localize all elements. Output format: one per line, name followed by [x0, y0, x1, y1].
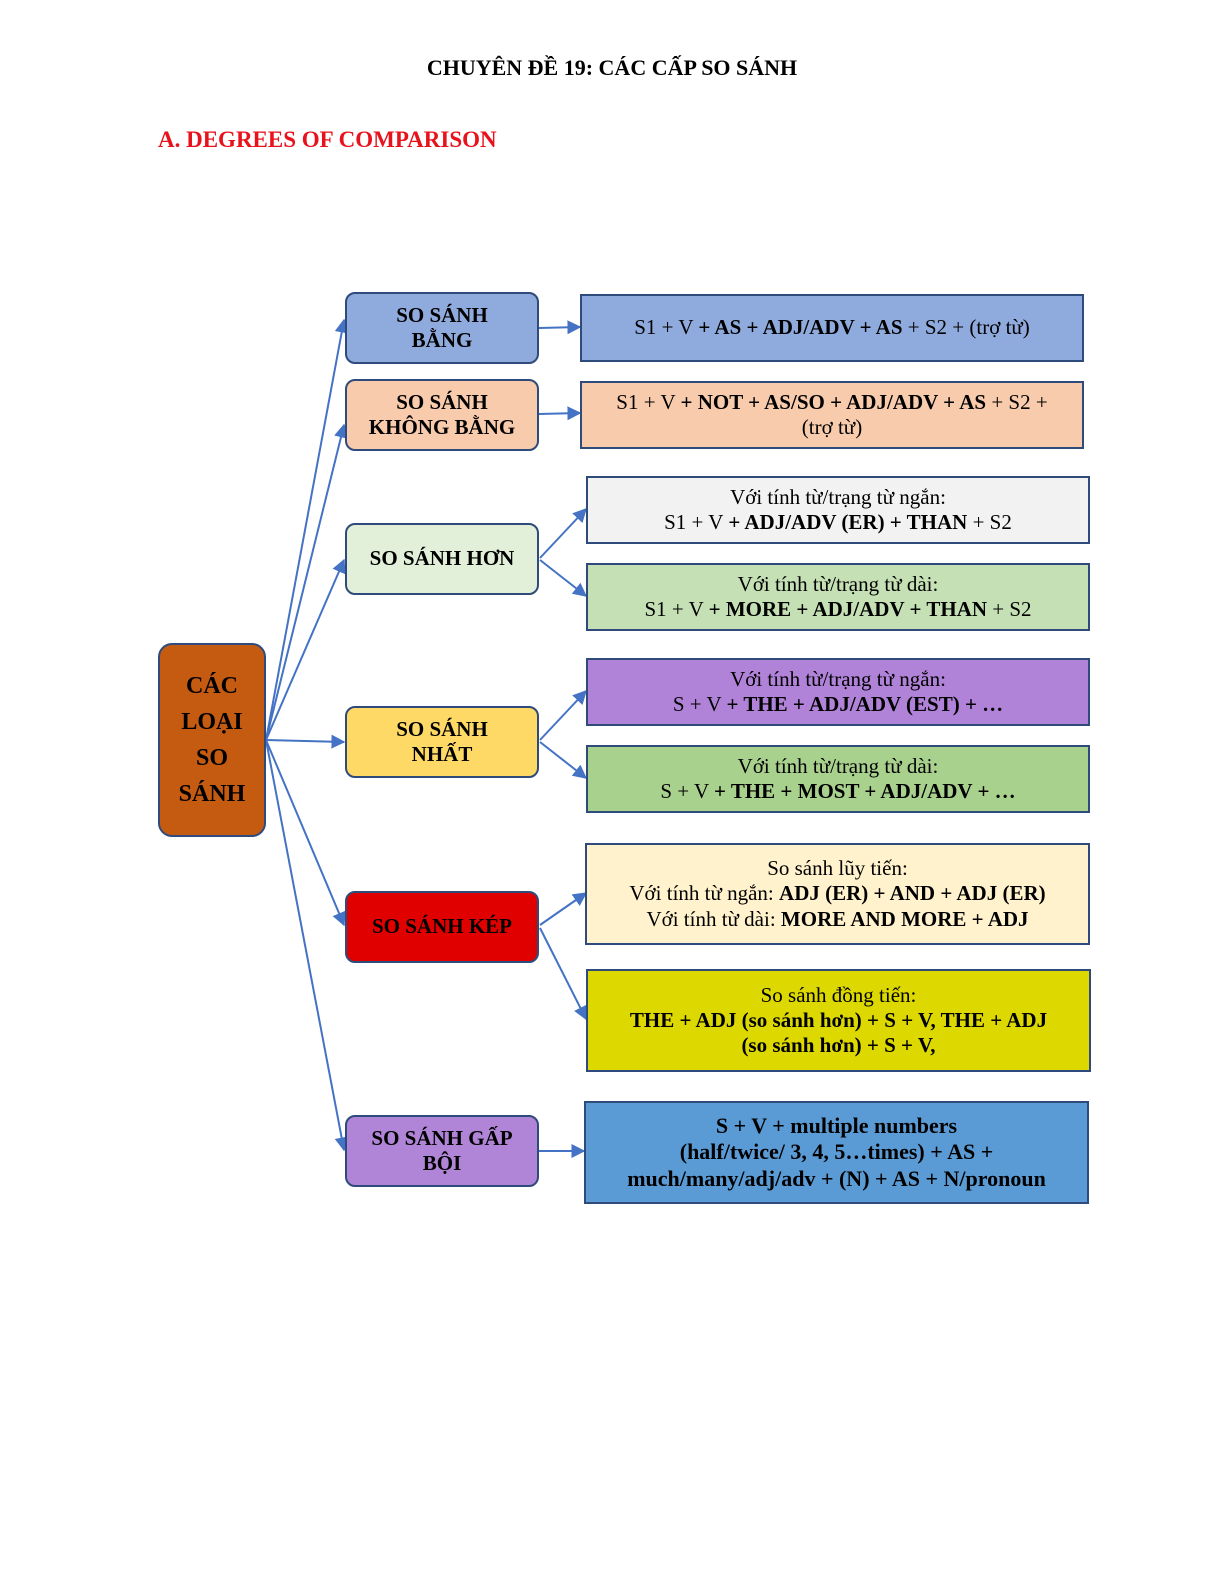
- arrow-root-multiple: [265, 739, 349, 1152]
- formula-keyword: ADJ (ER) + AND + ADJ (ER): [779, 881, 1046, 906]
- formula-line: much/many/adj/adv + (N) + AS + N/pronoun: [627, 1166, 1046, 1192]
- formula-keyword: + AS + ADJ/ADV + AS: [698, 315, 903, 340]
- result-so-sanh-hon-dai: Với tính từ/trạng từ dài:S1 + V + MORE +…: [586, 563, 1090, 631]
- formula-keyword: MORE AND MORE + ADJ: [780, 906, 1029, 931]
- arrow-root-equal: [265, 318, 349, 741]
- category-so-sanh-bang: SO SÁNH BẰNG: [345, 292, 539, 364]
- arrow-double-progressive: [539, 892, 588, 926]
- formula-text: So sánh đồng tiến:: [760, 982, 917, 1007]
- arrow-superlative-short: [539, 689, 587, 741]
- formula-line: (so sánh hơn) + S + V,: [741, 1033, 935, 1058]
- formula-line: So sánh đồng tiến:: [761, 983, 917, 1008]
- category-label: SO SÁNH GẤP BỘI: [371, 1125, 513, 1175]
- category-so-sanh-hon: SO SÁNH HƠN: [345, 523, 539, 595]
- result-so-sanh-gap-boi: S + V + multiple numbers(half/twice/ 3, …: [584, 1101, 1089, 1204]
- formula-line: S1 + V + NOT + AS/SO + ADJ/ADV + AS + S2…: [616, 390, 1047, 415]
- arrow-root-double: [265, 739, 346, 927]
- formula-text: Với tính từ/trạng từ ngắn:: [730, 666, 946, 691]
- formula-line: S + V + multiple numbers: [716, 1113, 957, 1139]
- arrow-comparative-long: [539, 559, 588, 597]
- formula-text: Với tính từ/trạng từ ngắn:: [730, 484, 946, 509]
- arrow-equal-result: [538, 320, 582, 335]
- category-label: SO SÁNH NHẤT: [396, 716, 488, 766]
- result-so-sanh-nhat-dai: Với tính từ/trạng từ dài:S + V + THE + M…: [586, 745, 1090, 813]
- category-label: SO SÁNH KÉP: [371, 914, 513, 939]
- formula-keyword: S + V + multiple numbers: [715, 1112, 958, 1138]
- formula-text: S + V: [672, 692, 727, 716]
- formula-line: S1 + V + AS + ADJ/ADV + AS + S2 + (trợ t…: [634, 315, 1030, 340]
- formula-keyword: THE + ADJ (so sánh hơn) + S + V, THE + A…: [629, 1007, 1048, 1032]
- formula-text: Với tính từ dài:: [646, 906, 781, 931]
- formula-text: Với tính từ/trạng từ dài:: [737, 753, 939, 778]
- result-so-sanh-hon-ngan: Với tính từ/trạng từ ngắn:S1 + V + ADJ/A…: [586, 476, 1090, 544]
- formula-line: S + V + THE + MOST + ADJ/ADV + …: [660, 779, 1015, 804]
- arrow-not-equal-result: [538, 406, 582, 421]
- formula-text: S1 + V: [664, 510, 729, 534]
- category-so-sanh-gap-boi: SO SÁNH GẤP BỘI: [345, 1115, 539, 1187]
- formula-text: + S2 + (trợ từ): [902, 315, 1030, 340]
- result-so-sanh-luy-tien: So sánh lũy tiến:Với tính từ ngắn: ADJ (…: [585, 843, 1090, 945]
- root-line: SO: [195, 745, 228, 771]
- formula-line: S + V + THE + ADJ/ADV (EST) + …: [673, 692, 1003, 717]
- result-so-sanh-dong-tien: So sánh đồng tiến:THE + ADJ (so sánh hơn…: [586, 969, 1091, 1072]
- category-label: SO SÁNH KHÔNG BẰNG: [368, 389, 516, 439]
- root-node-cac-loai-so-sanh: CÁC LOẠI SO SÁNH: [158, 643, 266, 837]
- result-so-sanh-nhat-ngan: Với tính từ/trạng từ ngắn:S + V + THE + …: [586, 658, 1090, 726]
- category-so-sanh-nhat: SO SÁNH NHẤT: [345, 706, 539, 778]
- formula-line: Với tính từ dài: MORE AND MORE + ADJ: [646, 907, 1028, 932]
- formula-line: Với tính từ/trạng từ ngắn:: [730, 485, 946, 510]
- formula-text: S + V: [660, 779, 714, 803]
- formula-text: Với tính từ/trạng từ dài:: [737, 571, 939, 596]
- formula-text: So sánh lũy tiến:: [767, 856, 908, 881]
- formula-text: S1 + V: [634, 315, 699, 340]
- formula-line: S1 + V + ADJ/ADV (ER) + THAN + S2: [664, 510, 1012, 535]
- formula-keyword: + MORE + ADJ/ADV + THAN: [708, 597, 988, 621]
- formula-line: Với tính từ/trạng từ dài:: [738, 572, 939, 597]
- root-line: CÁC: [186, 673, 238, 699]
- arrow-comparative-short: [539, 507, 587, 559]
- formula-keyword: + NOT + AS/SO + ADJ/ADV + AS: [680, 389, 987, 414]
- formula-text: S1 + V: [644, 597, 709, 621]
- formula-keyword: (half/twice/ 3, 4, 5…times) + AS +: [679, 1139, 994, 1165]
- formula-keyword: (so sánh hơn) + S + V,: [741, 1033, 936, 1058]
- result-so-sanh-khong-bang: S1 + V + NOT + AS/SO + ADJ/ADV + AS + S2…: [580, 381, 1084, 449]
- formula-line: Với tính từ/trạng từ ngắn:: [730, 667, 946, 692]
- formula-keyword: + ADJ/ADV (ER) + THAN: [728, 510, 968, 534]
- formula-text: + S2: [967, 510, 1012, 534]
- formula-line: So sánh lũy tiến:: [767, 856, 908, 881]
- result-so-sanh-bang: S1 + V + AS + ADJ/ADV + AS + S2 + (trợ t…: [580, 294, 1084, 362]
- arrow-root-not-equal: [265, 423, 348, 741]
- category-label: SO SÁNH HƠN: [369, 546, 515, 571]
- formula-line: (half/twice/ 3, 4, 5…times) + AS +: [680, 1139, 993, 1165]
- formula-line: S1 + V + MORE + ADJ/ADV + THAN + S2: [644, 597, 1031, 622]
- formula-text: + S2: [987, 597, 1032, 621]
- arrow-double-parallel: [539, 927, 587, 1021]
- formula-line: (trợ từ): [802, 415, 862, 440]
- formula-keyword: much/many/adj/adv + (N) + AS + N/pronoun: [627, 1165, 1046, 1191]
- formula-line: THE + ADJ (so sánh hơn) + S + V, THE + A…: [630, 1008, 1047, 1033]
- formula-line: Với tính từ/trạng từ dài:: [738, 754, 939, 779]
- formula-text: + S2 +: [986, 389, 1048, 414]
- formula-text: Với tính từ ngắn:: [629, 881, 780, 906]
- formula-text: (trợ từ): [801, 415, 863, 439]
- root-line: LOẠI: [181, 709, 243, 735]
- arrow-root-superlative: [265, 734, 346, 749]
- formula-line: Với tính từ ngắn: ADJ (ER) + AND + ADJ (…: [629, 881, 1045, 906]
- root-line: SÁNH: [178, 781, 246, 807]
- arrow-root-comparative: [265, 558, 346, 741]
- category-so-sanh-kep: SO SÁNH KÉP: [345, 891, 539, 963]
- section-heading: A. DEGREES OF COMPARISON: [158, 127, 497, 152]
- category-label: SO SÁNH BẰNG: [396, 302, 488, 352]
- arrow-superlative-long: [539, 741, 588, 779]
- page-title: CHUYÊN ĐỀ 19: CÁC CẤP SO SÁNH: [426, 55, 798, 80]
- formula-keyword: + THE + MOST + ADJ/ADV + …: [714, 779, 1016, 803]
- formula-text: S1 + V: [616, 389, 681, 414]
- formula-keyword: + THE + ADJ/ADV (EST) + …: [726, 692, 1004, 716]
- category-so-sanh-khong-bang: SO SÁNH KHÔNG BẰNG: [345, 379, 539, 451]
